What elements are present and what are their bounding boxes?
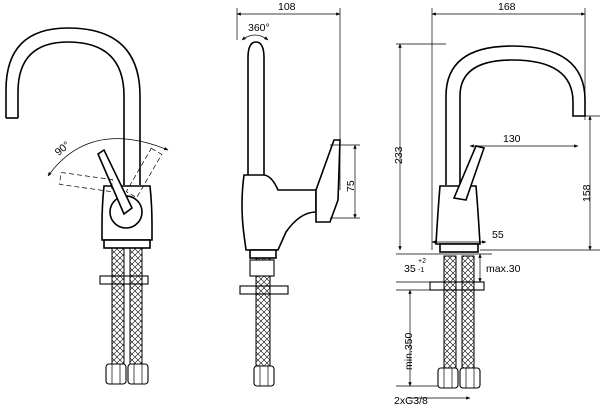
hose-left (111, 247, 125, 365)
nut-right (127, 363, 149, 385)
lever-side (315, 139, 341, 223)
base-tol-lower: -1 (418, 267, 424, 274)
base-width-label: 55 (492, 229, 504, 241)
rotation-label: 360° (248, 22, 270, 34)
side-width-label: 108 (278, 1, 296, 13)
spout-height-label: 158 (581, 184, 593, 202)
hose-right (129, 247, 143, 365)
nut-left (105, 363, 127, 385)
lever-height-label: 75 (345, 180, 357, 192)
left-view: 90° (5, 27, 169, 385)
front-nut-left (437, 367, 459, 389)
deck-thickness-label: max.30 (486, 263, 521, 275)
body-side (241, 174, 317, 251)
front-nut-right (459, 367, 481, 389)
base-tol-upper: +2 (418, 258, 426, 265)
side-view: 108 360° 75 (236, 1, 360, 387)
front-width-label: 168 (498, 1, 516, 13)
front-hose-left (443, 255, 457, 369)
rotation-arrow (241, 34, 269, 41)
front-body (435, 185, 481, 245)
side-nut (253, 365, 275, 387)
front-mounting-plate (429, 281, 485, 291)
total-height-label: 233 (393, 146, 405, 164)
angle-arc (47, 138, 169, 177)
hose-length-label: min.350 (403, 332, 415, 370)
spout-reach-label: 130 (503, 133, 521, 145)
front-hose-right (461, 255, 475, 369)
base-dim-label: 35 (404, 263, 416, 275)
front-lever (452, 145, 486, 201)
connections-label: 2xG3/8 (394, 395, 428, 407)
spout-side (247, 41, 265, 175)
front-view: 168 233 130 158 55 35 +2 -1 max.30 (393, 1, 600, 407)
front-spout (445, 45, 586, 185)
